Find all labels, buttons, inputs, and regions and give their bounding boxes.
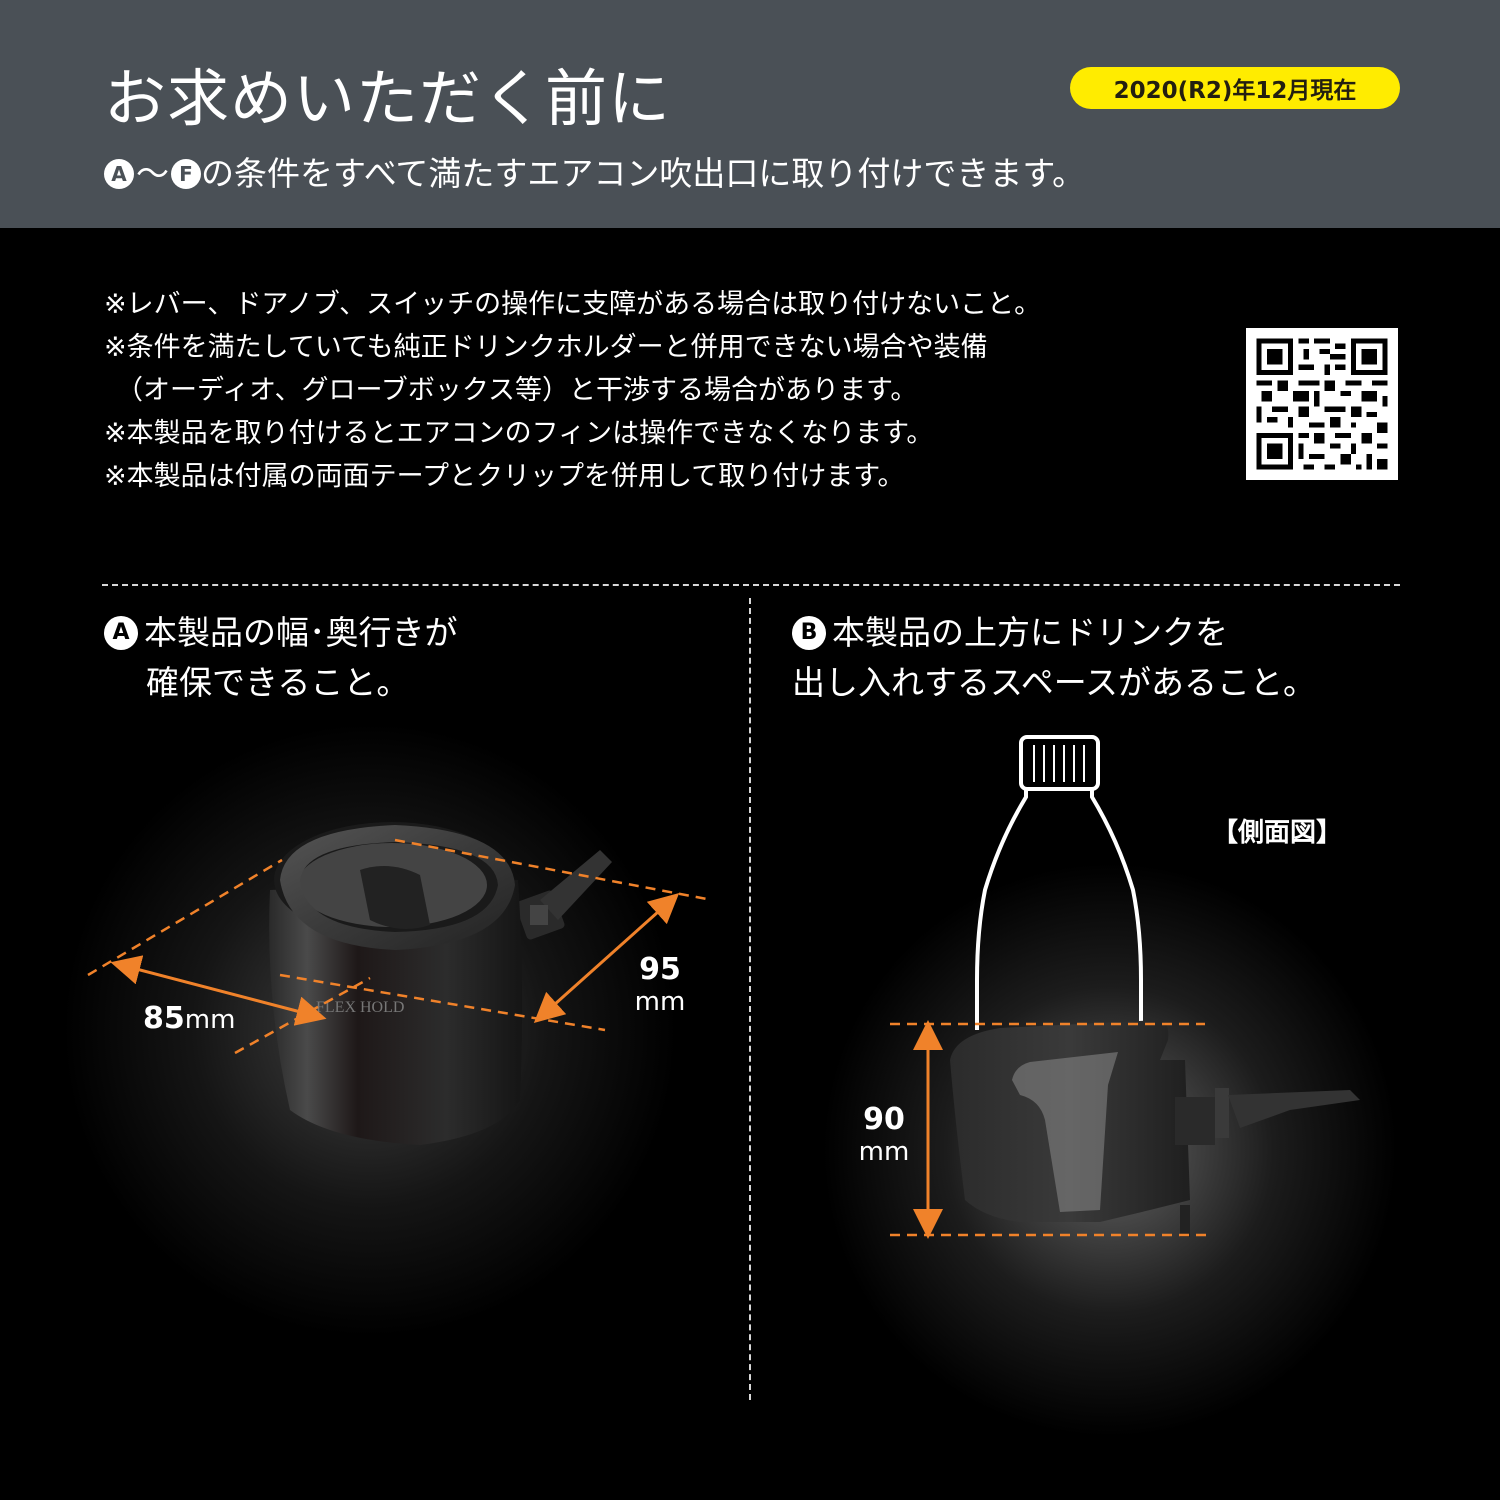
- note-item: ※条件を満たしていても純正ドリンクホルダーと併用できない場合や装備: [104, 332, 988, 363]
- marker-a-icon: A: [104, 616, 138, 650]
- subtitle-text: の条件をすべて満たすエアコン吹出口に取り付けできます。: [201, 154, 1086, 193]
- note-item: ※本製品を取り付けるとエアコンのフィンは操作できなくなります。: [104, 418, 934, 449]
- date-badge: 2020(R2)年12月現在: [1070, 67, 1400, 109]
- width-dimension-label: 85mm: [143, 1001, 236, 1036]
- marker-f-icon: F: [171, 159, 201, 189]
- subtitle: A ～ F の条件をすべて満たすエアコン吹出口に取り付けできます。: [104, 152, 1085, 196]
- note-item: （オーディオ、グローブボックス等）と干渉する場合があります。: [116, 375, 918, 406]
- svg-text:FLEX HOLD: FLEX HOLD: [316, 999, 404, 1016]
- condition-b: B 本製品の上方にドリンクを 出し入れするスペースがあること。: [792, 608, 1316, 708]
- condition-a-line1: 本製品の幅･奥行きが: [144, 613, 458, 652]
- marker-b-icon: B: [792, 616, 826, 650]
- note-item: ※レバー、ドアノブ、スイッチの操作に支障がある場合は取り付けないこと。: [104, 289, 1042, 320]
- condition-b-line2: 出し入れするスペースがあること。: [792, 663, 1317, 702]
- condition-a: A 本製品の幅･奥行きが 確保できること。: [104, 608, 458, 708]
- bottle-outline: [975, 735, 1143, 1194]
- vertical-divider: [749, 598, 751, 1400]
- tilde: ～: [136, 154, 169, 193]
- side-view-label: 【側面図】: [1212, 818, 1343, 848]
- qr-code-icon[interactable]: [1246, 328, 1398, 480]
- marker-a-icon: A: [104, 159, 134, 189]
- page-title: お求めいただく前に: [104, 62, 672, 135]
- cup-holder-illustration: FLEX HOLD: [269, 822, 612, 1145]
- notes-list: ※レバー、ドアノブ、スイッチの操作に支障がある場合は取り付けないこと。 ※条件を…: [104, 283, 1204, 498]
- header-banner: お求めいただく前に 2020(R2)年12月現在 A ～ F の条件をすべて満た…: [0, 0, 1500, 228]
- condition-b-line1: 本製品の上方にドリンクを: [832, 613, 1228, 652]
- depth-dimension-label: 95 mm: [634, 952, 686, 1017]
- condition-a-line2: 確保できること。: [146, 663, 410, 702]
- height-dimension-label: 90 mm: [858, 1102, 910, 1167]
- horizontal-divider: [102, 584, 1400, 586]
- side-cup-holder: [950, 1020, 1360, 1237]
- note-item: ※本製品は付属の両面テープとクリップを併用して取り付けます。: [104, 461, 905, 492]
